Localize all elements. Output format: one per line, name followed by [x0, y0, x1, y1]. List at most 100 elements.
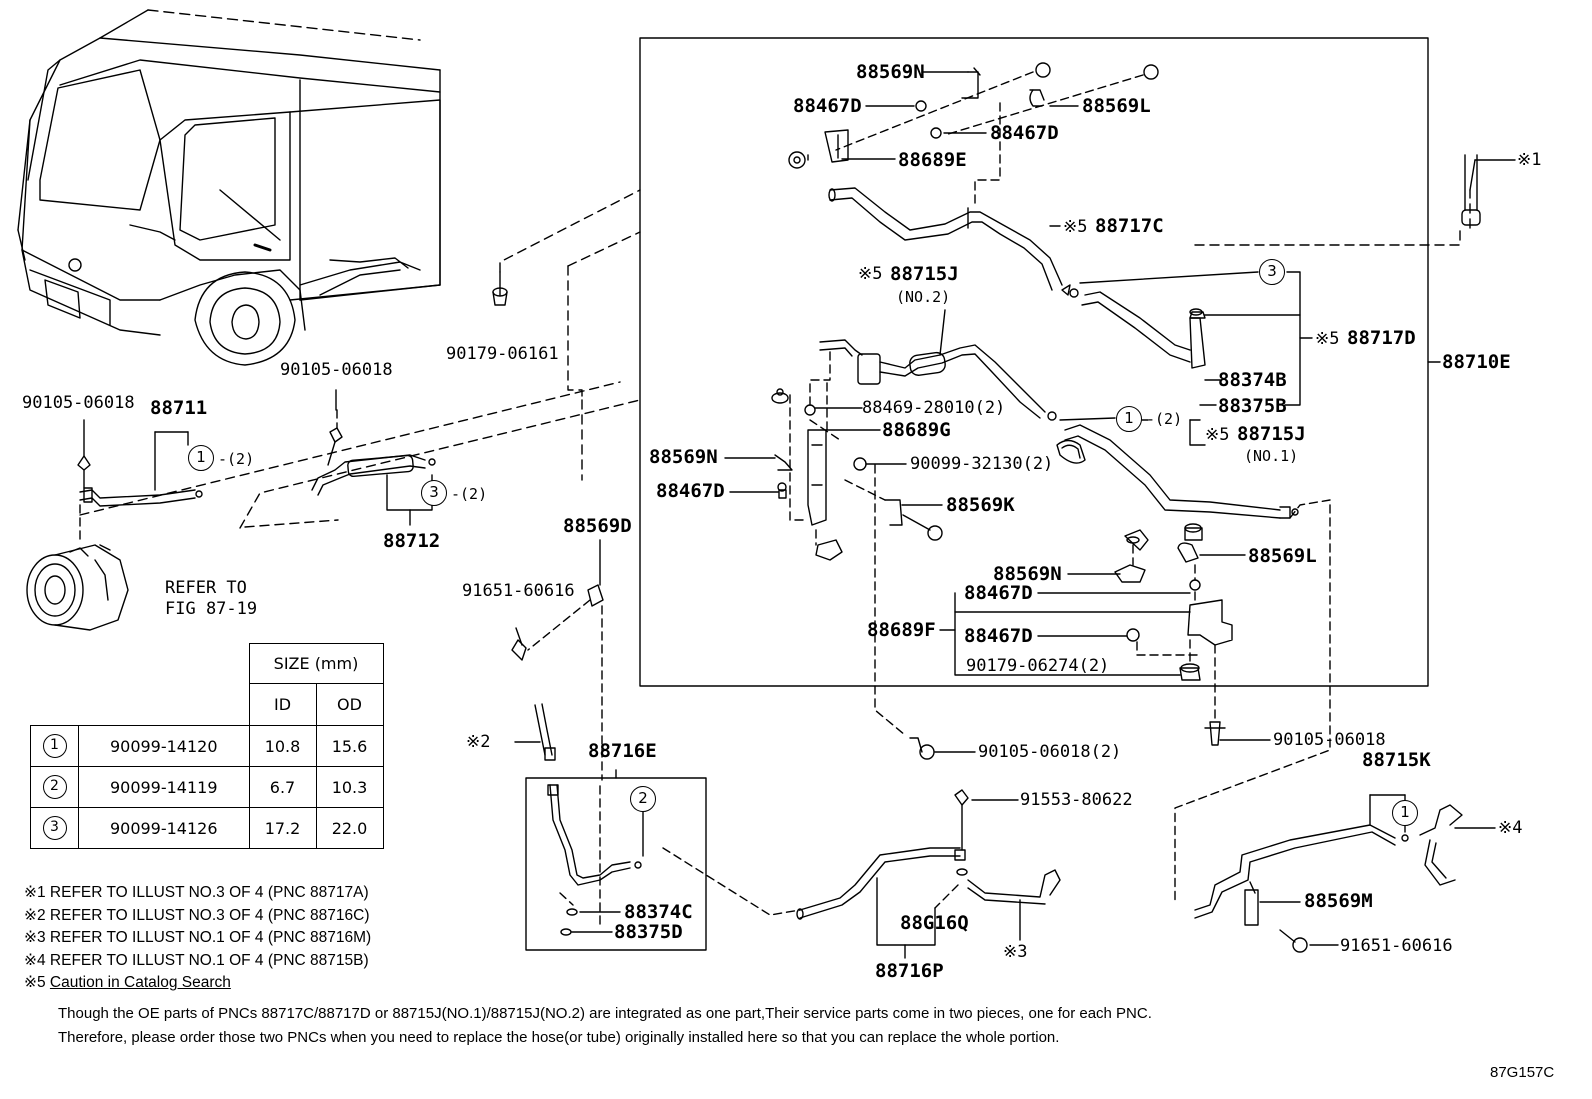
label-88711: 88711 — [150, 397, 208, 419]
tube-88715J-no1 — [1056, 424, 1299, 519]
label-88717D: 88717D — [1347, 327, 1416, 349]
qty-2-left-b: -(2) — [451, 485, 488, 503]
label-88717C: 88717C — [1095, 215, 1164, 237]
illustration-code: 87G157C — [1490, 1064, 1555, 1081]
hose-88711 — [77, 455, 203, 507]
od-header: OD — [315, 683, 384, 726]
label-88715J-no1: 88715J — [1237, 423, 1306, 445]
note-4: ※4 REFER TO ILLUST NO.1 OF 4 (PNC 88715B… — [24, 950, 371, 973]
note-mark: ※5 — [24, 974, 46, 991]
table-row: 3 90099-14126 17.2 22.0 — [30, 807, 384, 849]
nut-90179-06161 — [492, 287, 508, 306]
lower-left-leaders — [514, 741, 644, 933]
label-88569N-top: 88569N — [856, 61, 925, 83]
row-id: 6.7 — [248, 766, 317, 808]
note-mark: ※3 — [24, 929, 46, 946]
lower-right-hardware — [1114, 523, 1233, 681]
ref-mark-5-88717C: ※5 — [1063, 217, 1088, 237]
label-88469-28010: 88469-28010(2) — [862, 398, 1006, 418]
right-leaders — [1259, 154, 1516, 946]
leader-lines — [724, 71, 1313, 676]
fig-label: FIG 87-19 — [165, 599, 258, 619]
label-88467D-a: 88467D — [793, 95, 862, 117]
reference-notes: ※1 REFER TO ILLUST NO.3 OF 4 (PNC 88717A… — [24, 882, 371, 995]
circle-marker-3-top: 3 — [1259, 259, 1285, 285]
circle-marker-1-right: 1 — [1392, 800, 1418, 826]
caution-catalog-search-link[interactable]: Caution in Catalog Search — [49, 974, 231, 991]
label-88467D-d: 88467D — [964, 582, 1033, 604]
row-part: 90099-14126 — [78, 807, 250, 849]
label-88569N-mid: 88569N — [649, 446, 718, 468]
label-88716E: 88716E — [588, 740, 657, 762]
footer-line-1: Though the OE parts of PNCs 88717C/88717… — [58, 1005, 1152, 1022]
note-text: REFER TO ILLUST NO.1 OF 4 (PNC 88715B) — [49, 951, 369, 969]
label-90105-06018-a: 90105-06018 — [280, 360, 393, 380]
label-88569N-low: 88569N — [993, 563, 1062, 585]
label-88375B: 88375B — [1218, 395, 1287, 417]
table-row: 2 90099-14119 6.7 10.3 — [30, 766, 384, 808]
label-88G16Q: 88G16Q — [900, 912, 969, 934]
label-91651-60616-b: 91651-60616 — [1340, 936, 1453, 956]
label-90105-06018-c: 90105-06018(2) — [978, 742, 1122, 762]
row-part: 90099-14119 — [78, 766, 250, 808]
label-88689F: 88689F — [867, 619, 936, 641]
label-90179-06161: 90179-06161 — [446, 344, 559, 364]
label-88569M: 88569M — [1304, 890, 1373, 912]
row-od: 22.0 — [315, 807, 384, 849]
label-88467D-c: 88467D — [656, 480, 725, 502]
qty-2-left: -(2) — [218, 450, 255, 468]
mark-3: ※3 — [1003, 942, 1028, 962]
circle-marker-1-mid: 1 — [1116, 406, 1142, 432]
label-90179-06274: 90179-06274(2) — [966, 656, 1110, 676]
label-no2: (NO.2) — [896, 288, 951, 306]
label-88569K: 88569K — [946, 494, 1015, 516]
note-3: ※3 REFER TO ILLUST NO.1 OF 4 (PNC 88716M… — [24, 927, 371, 950]
label-90105-06018-d: 90105-06018 — [1273, 730, 1386, 750]
note-1: ※1 REFER TO ILLUST NO.3 OF 4 (PNC 88717A… — [24, 882, 371, 905]
id-header: ID — [248, 683, 317, 726]
tube-88715J-no2 — [819, 309, 1057, 421]
compressor-illustration — [26, 544, 129, 631]
ref-mark-5-88717D: ※5 — [1315, 329, 1340, 349]
row-marker: 2 — [42, 775, 67, 799]
label-no1: (NO.1) — [1244, 447, 1299, 465]
row-id: 17.2 — [248, 807, 317, 849]
hose-88717C — [828, 187, 1079, 298]
refer-to-label: REFER TO — [165, 578, 247, 598]
note-2: ※2 REFER TO ILLUST NO.3 OF 4 (PNC 88716C… — [24, 905, 371, 928]
table-row: 1 90099-14120 10.8 15.6 — [30, 725, 384, 767]
label-88467D-e: 88467D — [964, 625, 1033, 647]
label-88569D: 88569D — [563, 515, 632, 537]
row-marker: 1 — [42, 734, 67, 758]
tube-88716P — [796, 789, 1061, 920]
row-marker: 3 — [42, 816, 67, 840]
qty-2-mid: -(2) — [1146, 410, 1183, 428]
label-90105-06018-b: 90105-06018 — [22, 393, 135, 413]
label-88569L-top: 88569L — [1082, 95, 1151, 117]
circle-marker-3-left: 3 — [421, 480, 447, 506]
row-part: 90099-14120 — [78, 725, 250, 767]
mark-1: ※1 — [1517, 150, 1542, 170]
mark-2: ※2 — [466, 732, 491, 752]
note-5: ※5 Caution in Catalog Search — [24, 972, 371, 995]
circle-marker-1-left: 1 — [188, 445, 214, 471]
label-88374B: 88374B — [1218, 369, 1287, 391]
note-text: REFER TO ILLUST NO.3 OF 4 (PNC 88717A) — [49, 884, 369, 901]
ref-mark-5-88715J-no2: ※5 — [858, 264, 883, 284]
label-88374C: 88374C — [624, 901, 693, 923]
note-mark: ※4 — [24, 951, 46, 969]
label-88712: 88712 — [383, 530, 441, 552]
note-text: REFER TO ILLUST NO.1 OF 4 (PNC 88716M) — [49, 929, 372, 946]
top-clamps — [788, 62, 1159, 169]
note-mark: ※1 — [24, 884, 46, 901]
footer-line-2: Therefore, please order those two PNCs w… — [58, 1029, 1060, 1046]
circle-marker-2: 2 — [630, 786, 656, 812]
hose-88712 — [311, 427, 436, 496]
size-header: SIZE (mm) — [248, 643, 384, 684]
label-88569L-mid: 88569L — [1248, 545, 1317, 567]
label-88710E: 88710E — [1442, 351, 1511, 373]
left-leader-lines — [83, 271, 501, 526]
note-mark: ※2 — [24, 906, 46, 924]
